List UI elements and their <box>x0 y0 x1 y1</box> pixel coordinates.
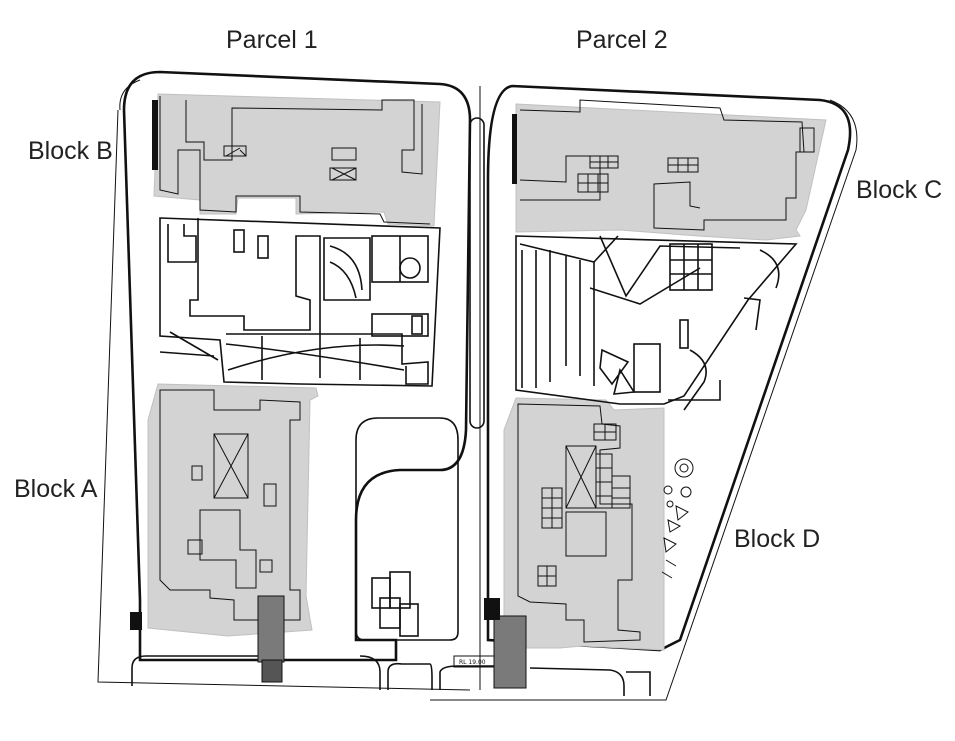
parcel-1-boundary <box>122 70 472 662</box>
block-b-label: Block B <box>28 137 113 165</box>
block-a-label: Block A <box>14 475 98 503</box>
road-loop <box>355 417 459 641</box>
parcel-2-label: Parcel 2 <box>576 26 668 54</box>
parcel-1-label: Parcel 1 <box>226 26 318 54</box>
parcel-2-courtyard <box>515 235 798 411</box>
parcel-2-outer-edge <box>430 86 858 701</box>
block-d-linework <box>517 403 641 643</box>
block-b-linework <box>159 96 431 225</box>
parcel-1-courtyard <box>159 217 441 387</box>
block-b-footprint <box>153 93 441 227</box>
marker-west <box>130 612 142 630</box>
level-tag: RL 19.00 <box>459 659 486 666</box>
block-d-footprint <box>503 397 665 651</box>
parcel-1-outer-edge <box>97 79 471 691</box>
marker-block-c-west <box>512 114 517 184</box>
stairs-structure <box>371 571 419 637</box>
bottom-road <box>131 655 651 696</box>
marker-block-d-west <box>484 598 500 620</box>
median-island <box>469 117 485 429</box>
block-c-linework <box>519 99 815 231</box>
block-d-label: Block D <box>734 525 820 553</box>
marker-block-b-west <box>152 100 158 170</box>
block-a-linework <box>159 389 301 621</box>
block-d-east-features <box>661 458 694 579</box>
ramp-hatch <box>257 595 527 689</box>
level-tag-box <box>453 655 495 668</box>
block-c-label: Block C <box>856 176 942 204</box>
